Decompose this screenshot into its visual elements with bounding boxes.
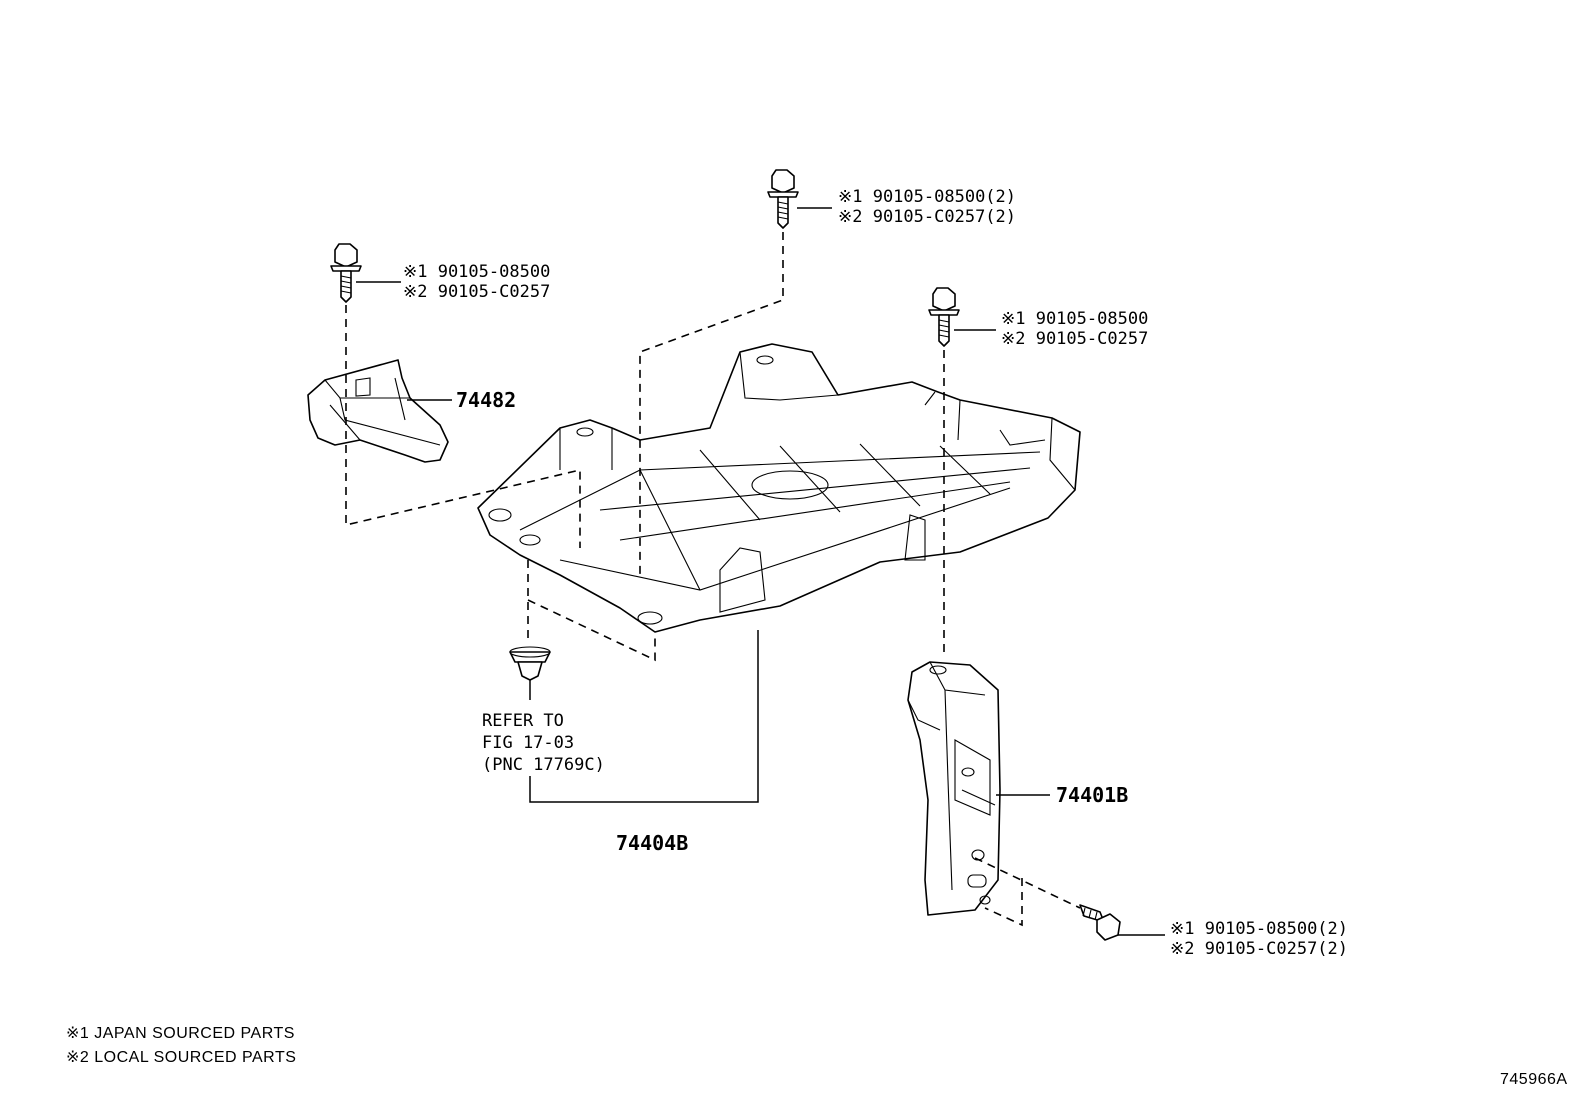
- bolt-top-left-label-1: ※1 90105-08500: [403, 262, 550, 282]
- stay-74401B-drawing: [907, 661, 1001, 916]
- battery-tray-drawing: [477, 343, 1081, 633]
- bolt-top-center-label-1: ※1 90105-08500(2): [838, 187, 1016, 207]
- legend-note-2: ※2 LOCAL SOURCED PARTS: [66, 1049, 296, 1066]
- bolt-icon: [1079, 904, 1121, 941]
- part-number-74482: 74482: [456, 388, 516, 412]
- part-number-74401B: 74401B: [1056, 783, 1128, 807]
- bolt-top-center-label-2: ※2 90105-C0257(2): [838, 207, 1016, 227]
- refer-label-2: FIG 17-03: [482, 733, 574, 753]
- bolt-icon: [928, 287, 960, 347]
- part-number-74404B: 74404B: [616, 831, 688, 855]
- bolt-bottom-right-label-2: ※2 90105-C0257(2): [1170, 939, 1348, 959]
- guide-lines: [345, 232, 1081, 927]
- bolt-icon: [330, 243, 362, 303]
- bolt-icon: [767, 169, 799, 229]
- bracket-74482-drawing: [307, 359, 449, 463]
- bolt-top-left-label-2: ※2 90105-C0257: [403, 282, 550, 302]
- legend-note-1: ※1 JAPAN SOURCED PARTS: [66, 1025, 295, 1042]
- figure-id: 745966A: [1500, 1071, 1568, 1088]
- bolt-right-label-2: ※2 90105-C0257: [1001, 329, 1148, 349]
- leader-lines: [356, 207, 1165, 936]
- bolt-right-label-1: ※1 90105-08500: [1001, 309, 1148, 329]
- refer-label-3: (PNC 17769C): [482, 755, 605, 775]
- refer-label-1: REFER TO: [482, 711, 564, 731]
- bolt-bottom-right-label-1: ※1 90105-08500(2): [1170, 919, 1348, 939]
- clip-icon: [509, 646, 551, 681]
